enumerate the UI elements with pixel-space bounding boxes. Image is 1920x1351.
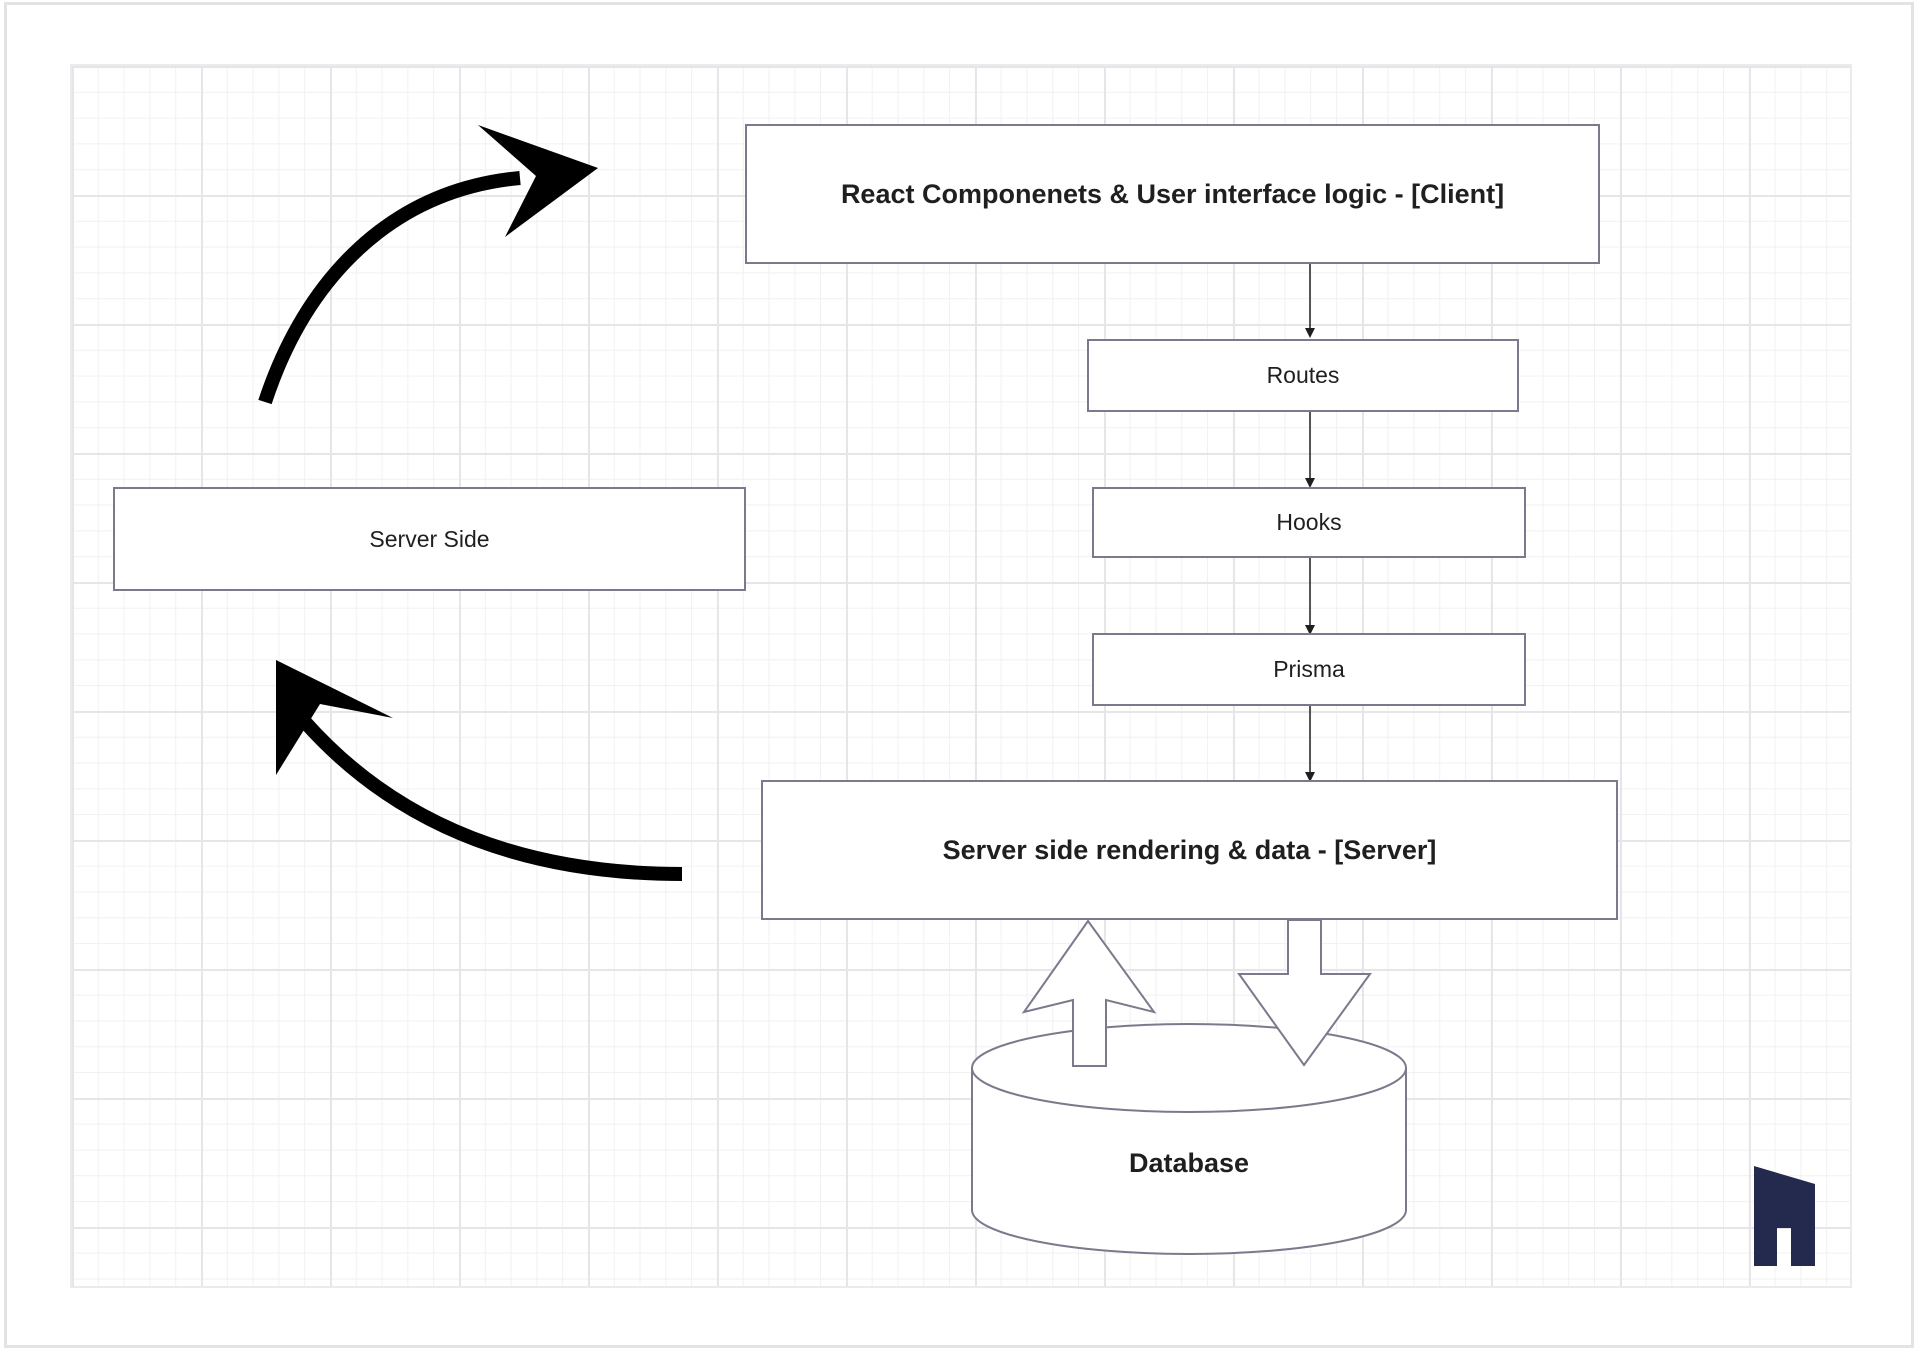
- brand-logo-icon: [1754, 1166, 1815, 1266]
- hooks-node: Hooks: [1092, 487, 1526, 558]
- server-side-node: Server Side: [113, 487, 746, 591]
- data-down-arrow: [1237, 919, 1372, 1067]
- curved-arrow-up-head: [478, 125, 598, 237]
- data-up-arrow: [1021, 919, 1157, 1067]
- server-node: Server side rendering & data - [Server]: [761, 780, 1618, 920]
- client-node: React Componenets & User interface logic…: [745, 124, 1600, 264]
- curved-arrow-left: [299, 717, 683, 881]
- diagram-grid: [70, 64, 1852, 1288]
- curved-arrow-up: [258, 171, 521, 405]
- routes-node: Routes: [1087, 339, 1519, 412]
- database-label: Database: [1128, 1148, 1250, 1178]
- curved-arrow-left-head: [276, 660, 393, 775]
- database-cylinder: [971, 1023, 1407, 1255]
- prisma-node: Prisma: [1092, 633, 1526, 706]
